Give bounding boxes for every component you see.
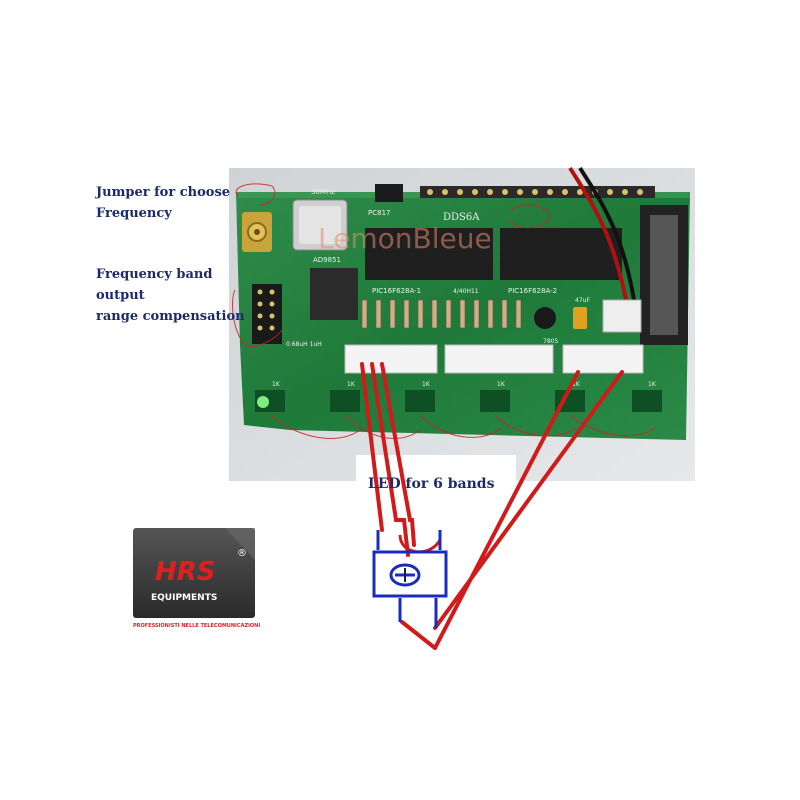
dds-chip <box>310 268 358 320</box>
decoder-label: 4/40H11 <box>453 288 479 295</box>
power-connector <box>602 299 642 333</box>
logo-brand: HRS <box>155 557 216 587</box>
jumper-headers <box>252 284 282 344</box>
regulator-label: 7805 <box>543 338 558 345</box>
model-label: DDS6A <box>443 212 480 223</box>
potentiometer-schematic <box>372 530 448 628</box>
connector-right <box>562 344 644 374</box>
power-wire-red <box>568 166 628 301</box>
r-label-4: 1K <box>497 381 506 388</box>
band-annotation: Frequency band output range compensation <box>96 264 245 327</box>
band-line-2: output <box>96 288 145 303</box>
r-label-2: 1K <box>347 381 356 388</box>
mcu-1-label: PIC16F628A-1 <box>372 287 421 295</box>
mcu-2-label: PIC16F628A-2 <box>508 287 557 295</box>
optocoupler-chip <box>375 184 403 202</box>
mcu-1-chip <box>365 228 493 280</box>
sma-connector <box>242 212 272 252</box>
connector-encoder <box>344 344 438 374</box>
resistor-row <box>361 299 522 329</box>
cap-label: 47uF <box>575 297 590 304</box>
r-label-5: 1K <box>572 381 581 388</box>
jumper-line-2: Frequency <box>96 206 172 221</box>
watermark: LemonBleue <box>318 222 492 255</box>
wires-to-pot <box>360 362 624 650</box>
cap-47uf <box>573 307 587 329</box>
power-wire-black <box>578 166 636 301</box>
led-annotation: LED for 6 bands <box>368 476 495 492</box>
band-line-3: range compensation <box>96 309 245 324</box>
r-label-1: 1K <box>272 381 281 388</box>
dds-chip-label: AD9851 <box>313 256 341 264</box>
r-label-6: 1K <box>648 381 657 388</box>
osc-label: 30MHz <box>311 188 335 196</box>
inductor-label: 0.68uH 1uH <box>286 341 322 348</box>
connector-middle <box>444 344 554 374</box>
top-pin-header <box>420 186 655 198</box>
led-label-box <box>356 455 516 495</box>
opto-label: PC817 <box>368 209 390 217</box>
r-label-3: 1K <box>422 381 431 388</box>
logo-tagline: PROFESSIONISTI NELLE TELECOMUNICAZIONI <box>133 623 260 629</box>
hrs-logo: HRS ® EQUIPMENTS PROFESSIONISTI NELLE TE… <box>133 528 260 629</box>
annotation-thin-lines <box>232 183 656 439</box>
jumper-annotation: Jumper for choose Frequency <box>96 182 230 224</box>
regulator <box>534 307 556 329</box>
logo-registered: ® <box>237 548 247 559</box>
led-lit <box>257 396 269 408</box>
logo-subtitle: EQUIPMENTS <box>151 593 217 603</box>
band-line-1: Frequency band <box>96 267 213 282</box>
crystal-oscillator <box>292 199 348 251</box>
mcu-2-chip <box>500 228 622 280</box>
jumper-line-1: Jumper for choose <box>96 185 231 200</box>
